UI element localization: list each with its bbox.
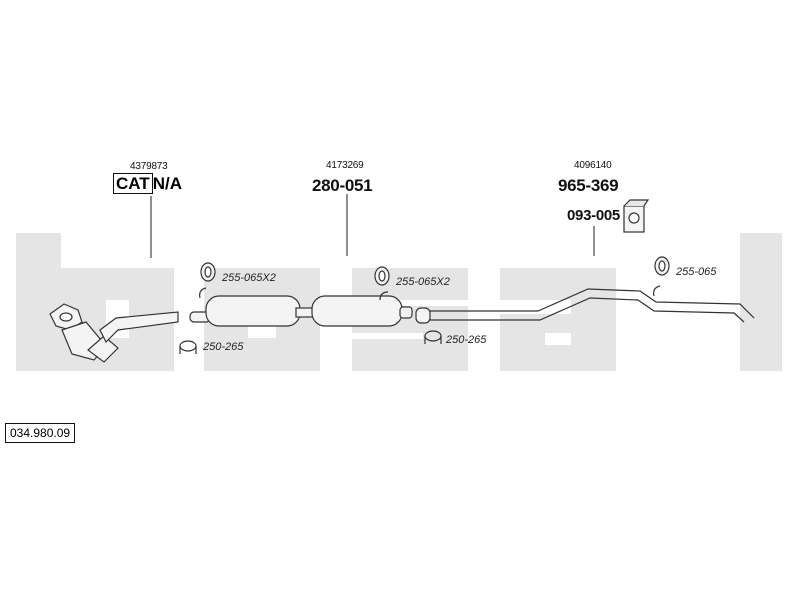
- leader-lines: [150, 194, 595, 258]
- part-number-middle-silencer[interactable]: 280-051: [312, 176, 373, 195]
- part-number-hanger[interactable]: 093-005: [567, 207, 620, 224]
- ring-clamp-icon: [654, 256, 670, 276]
- oem-number: 4379873: [130, 161, 168, 172]
- middle-silencer: [189, 287, 413, 327]
- catalytic-converter: [49, 303, 179, 363]
- oem-number: 4096140: [574, 160, 612, 171]
- accessory-label[interactable]: 255-065X2: [396, 276, 450, 288]
- ring-clamp-icon: [374, 266, 390, 286]
- accessory-label[interactable]: 250-265: [203, 341, 244, 353]
- rear-pipe: [415, 285, 755, 324]
- accessory-label[interactable]: 255-065: [676, 266, 717, 278]
- accessory-label[interactable]: 250-265: [446, 334, 487, 346]
- part-number-rear-pipe[interactable]: 965-369: [558, 176, 619, 195]
- part-number-boxed: CAT: [113, 173, 153, 194]
- u-clamp-icon: [179, 340, 197, 354]
- accessory-label[interactable]: 255-065X2: [222, 272, 276, 284]
- diagram-id: 034.980.09: [5, 423, 76, 443]
- u-clamp-icon: [424, 330, 442, 344]
- oem-number: 4173269: [326, 160, 364, 171]
- ring-clamp-icon: [200, 262, 216, 282]
- part-number-suffix: N/A: [152, 174, 182, 193]
- rubber-hanger-icon: [623, 199, 650, 233]
